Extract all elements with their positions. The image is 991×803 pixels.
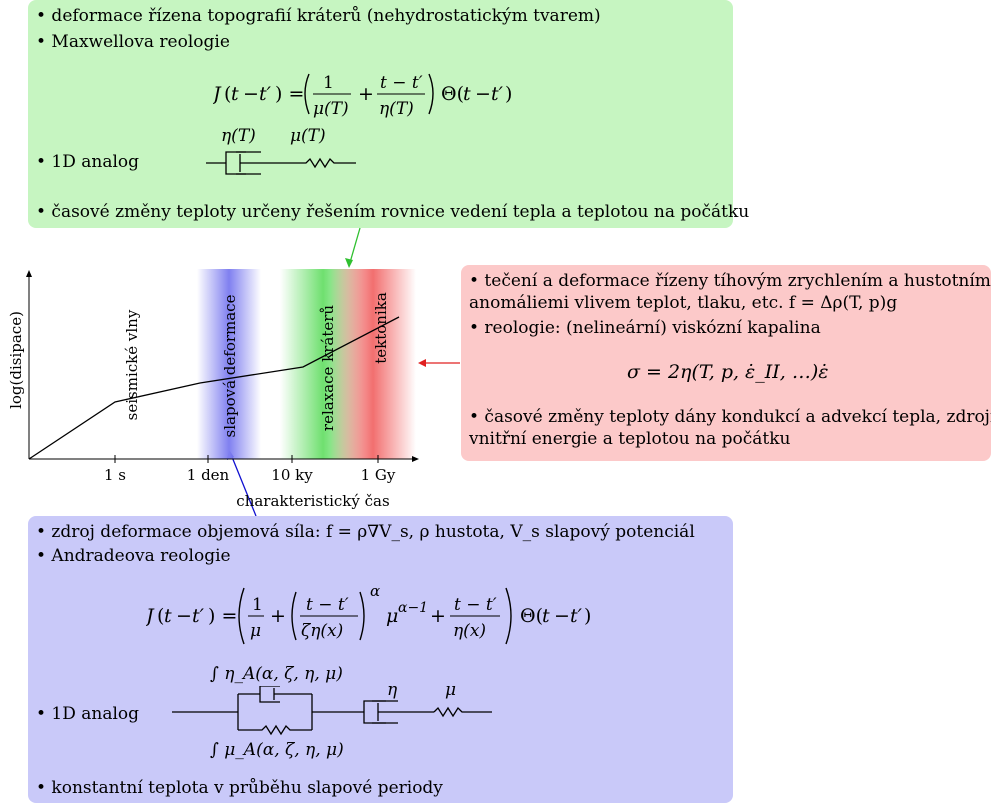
svg-text:−: − [554,605,570,627]
svg-text:Θ(: Θ( [441,83,464,105]
maxwell-eta-label: η(T) [221,126,256,146]
svg-text:t′: t′ [259,83,272,105]
red-bullet-rheology: • reologie: (nelineární) viskózní kapali… [469,318,821,338]
svg-text:+: + [358,83,374,105]
dissipation-chart: 1 s 1 den 10 ky 1 Gy charakteristický ča… [7,269,419,510]
blue-bullet-andrade: • Andradeova reologie [36,546,231,566]
blue-arrow [229,451,257,517]
svg-text:−: − [475,83,491,105]
svg-text:): ) [505,83,512,105]
svg-text:): ) [584,605,591,627]
svg-text:1: 1 [323,73,334,93]
maxwell-panel: • deformace řízena topografií kráterů (n… [28,0,749,228]
andrade-mu-a-label: ∫ μ_A(α, ζ, η, μ) [210,740,344,760]
andrade-mu-label: μ [445,680,457,700]
band-label-tectonics: tektonika [372,292,390,364]
svg-text:t − t′: t − t′ [454,595,497,615]
svg-text:t: t [463,83,471,105]
svg-text:−: − [176,605,192,627]
band-label-tidal: slapová deformace [221,294,239,437]
svg-text:) =: ) = [208,605,237,627]
andrade-eta-a-label: ∫ η_A(α, ζ, η, μ) [210,664,343,684]
blue-bullet-constant-temp: • konstantní teplota v průběhu slapové p… [36,778,443,798]
andrade-equation: J ( t − t′ ) = 1 μ + t − t′ ζη(x) α μ α−… [142,578,666,658]
dissipation-curve [28,316,400,460]
viscous-equation: σ = 2η(T, p, ε̇_II, …)ε̇ [627,361,829,383]
tick-1gy: 1 Gy [361,466,396,484]
svg-text:(: ( [224,83,231,105]
svg-text:1: 1 [252,595,263,615]
viscous-panel: • tečení a deformace řízeny tíhovým zryc… [461,265,991,461]
band-label-seismic: seismické vlny [123,309,141,420]
tick-1den: 1 den [187,466,230,484]
green-bullet-topography: • deformace řízena topografií kráterů (n… [36,6,601,26]
svg-text:t′: t′ [491,83,504,105]
green-bullet-1d-analog: • 1D analog [36,152,140,172]
svg-text:t′: t′ [192,605,205,627]
band-tectonics [330,269,416,459]
red-bullet-flow-line1: • tečení a deformace řízeny tíhovým zryc… [469,271,991,291]
maxwell-equation: J ( t − t′ ) = 1 μ(T) + t − t′ η(T) Θ( t… [209,60,553,130]
andrade-analog-diagram [172,686,492,736]
svg-text:(: ( [157,605,164,627]
svg-text:μ: μ [386,605,398,627]
svg-text:+: + [430,605,446,627]
green-bullet-temperature: • časové změny teploty určeny řešením ro… [36,202,750,222]
red-bullet-temp-line2: vnitřní energie a teplotou na počátku [469,429,791,449]
svg-text:) =: ) = [275,83,304,105]
andrade-eta-label: η [387,680,398,700]
svg-text:t: t [542,605,550,627]
blue-bullet-force: • zdroj deformace objemová síla: f = ρ∇V… [36,522,695,542]
svg-text:J: J [146,605,155,627]
maxwell-mu-label: μ(T) [290,126,326,146]
svg-text:t′: t′ [570,605,583,627]
tick-10ky: 10 ky [271,466,313,484]
svg-text:t − t′: t − t′ [380,73,423,93]
band-label-crater: relaxace kráterů [319,305,337,432]
svg-text:μ(T): μ(T) [313,99,349,119]
y-axis-label: log(disipace) [7,311,25,409]
andrade-panel: • zdroj deformace objemová síla: f = ρ∇V… [28,516,733,803]
svg-text:t − t′: t − t′ [306,595,349,615]
red-bullet-flow-line2: anomáliemi vlivem teplot, tlaku, etc. f … [469,293,898,313]
blue-bullet-1d-analog: • 1D analog [36,704,140,724]
svg-text:α−1: α−1 [398,600,428,616]
maxwell-analog-diagram [206,151,356,175]
band-tidal [197,269,261,459]
svg-text:μ: μ [250,621,261,641]
svg-text:J: J [213,83,222,105]
svg-text:α: α [370,582,380,600]
x-axis-label: charakteristický čas [236,492,389,510]
svg-text:η(x): η(x) [453,621,486,641]
svg-text:+: + [270,605,286,627]
tick-1s: 1 s [104,466,126,484]
red-bullet-temp-line1: • časové změny teploty dány kondukcí a a… [469,407,991,427]
svg-text:−: − [243,83,259,105]
svg-text:t: t [164,605,172,627]
green-bullet-maxwell: • Maxwellova reologie [36,32,230,52]
svg-text:Θ(: Θ( [520,605,543,627]
svg-text:ζη(x): ζη(x) [301,621,343,641]
svg-text:t: t [231,83,239,105]
svg-text:η(T): η(T) [379,99,414,119]
